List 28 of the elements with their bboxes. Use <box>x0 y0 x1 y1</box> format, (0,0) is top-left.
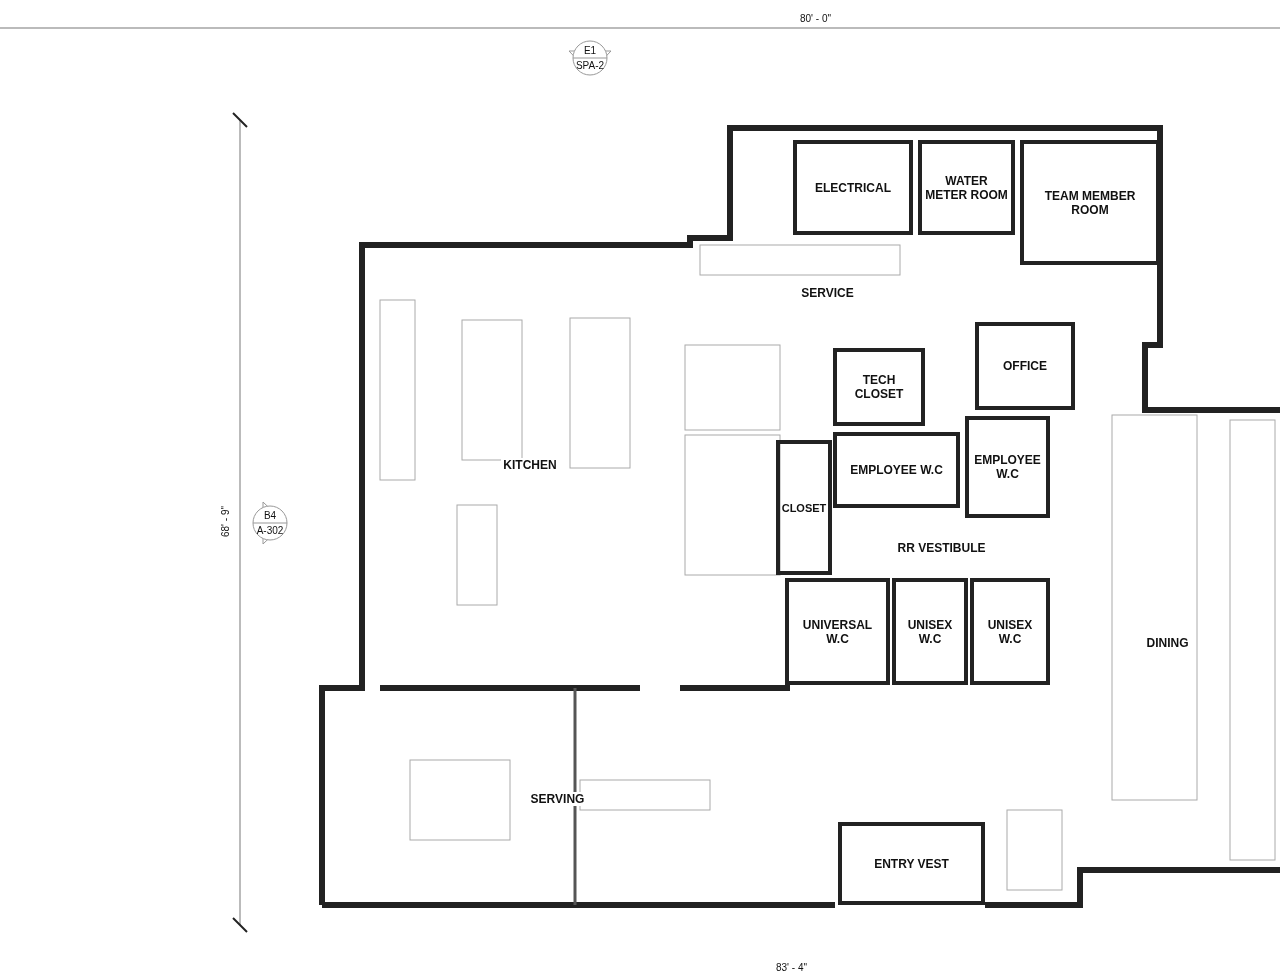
room-name: RR VESTIBULE <box>895 540 988 555</box>
sheet-number: SPA-2 <box>574 60 606 71</box>
room-name: ENTRY VEST <box>872 856 951 871</box>
room-name: EMPLOYEE W.C <box>848 463 945 477</box>
room-outline <box>975 322 1075 410</box>
room-outline <box>838 822 985 905</box>
dimension-text: 83' - 4" <box>776 962 808 973</box>
detail-number: E1 <box>582 45 598 56</box>
room-name: DINING <box>1144 635 1191 650</box>
room-name: KITCHEN <box>501 458 559 472</box>
room-outline <box>965 416 1050 518</box>
room-outline <box>833 432 960 508</box>
room-name: SERVICE <box>799 285 856 300</box>
room-outline <box>1020 140 1160 265</box>
room-outline <box>892 578 968 685</box>
room-outline <box>918 140 1015 235</box>
dimension-text: 68' - 9" <box>220 506 231 537</box>
room-outline <box>833 348 925 426</box>
sheet-number: A-302 <box>255 525 285 536</box>
dimension-text: 80' - 0" <box>800 13 832 24</box>
room-outline <box>776 440 832 575</box>
room-outline <box>793 140 913 235</box>
room-name: SERVING <box>528 791 587 806</box>
room-outline <box>785 578 890 685</box>
room-name: ELECTRICAL <box>813 180 893 195</box>
room-name: OFFICE <box>1001 359 1049 373</box>
room-outline <box>970 578 1050 685</box>
detail-number: B4 <box>262 510 278 521</box>
